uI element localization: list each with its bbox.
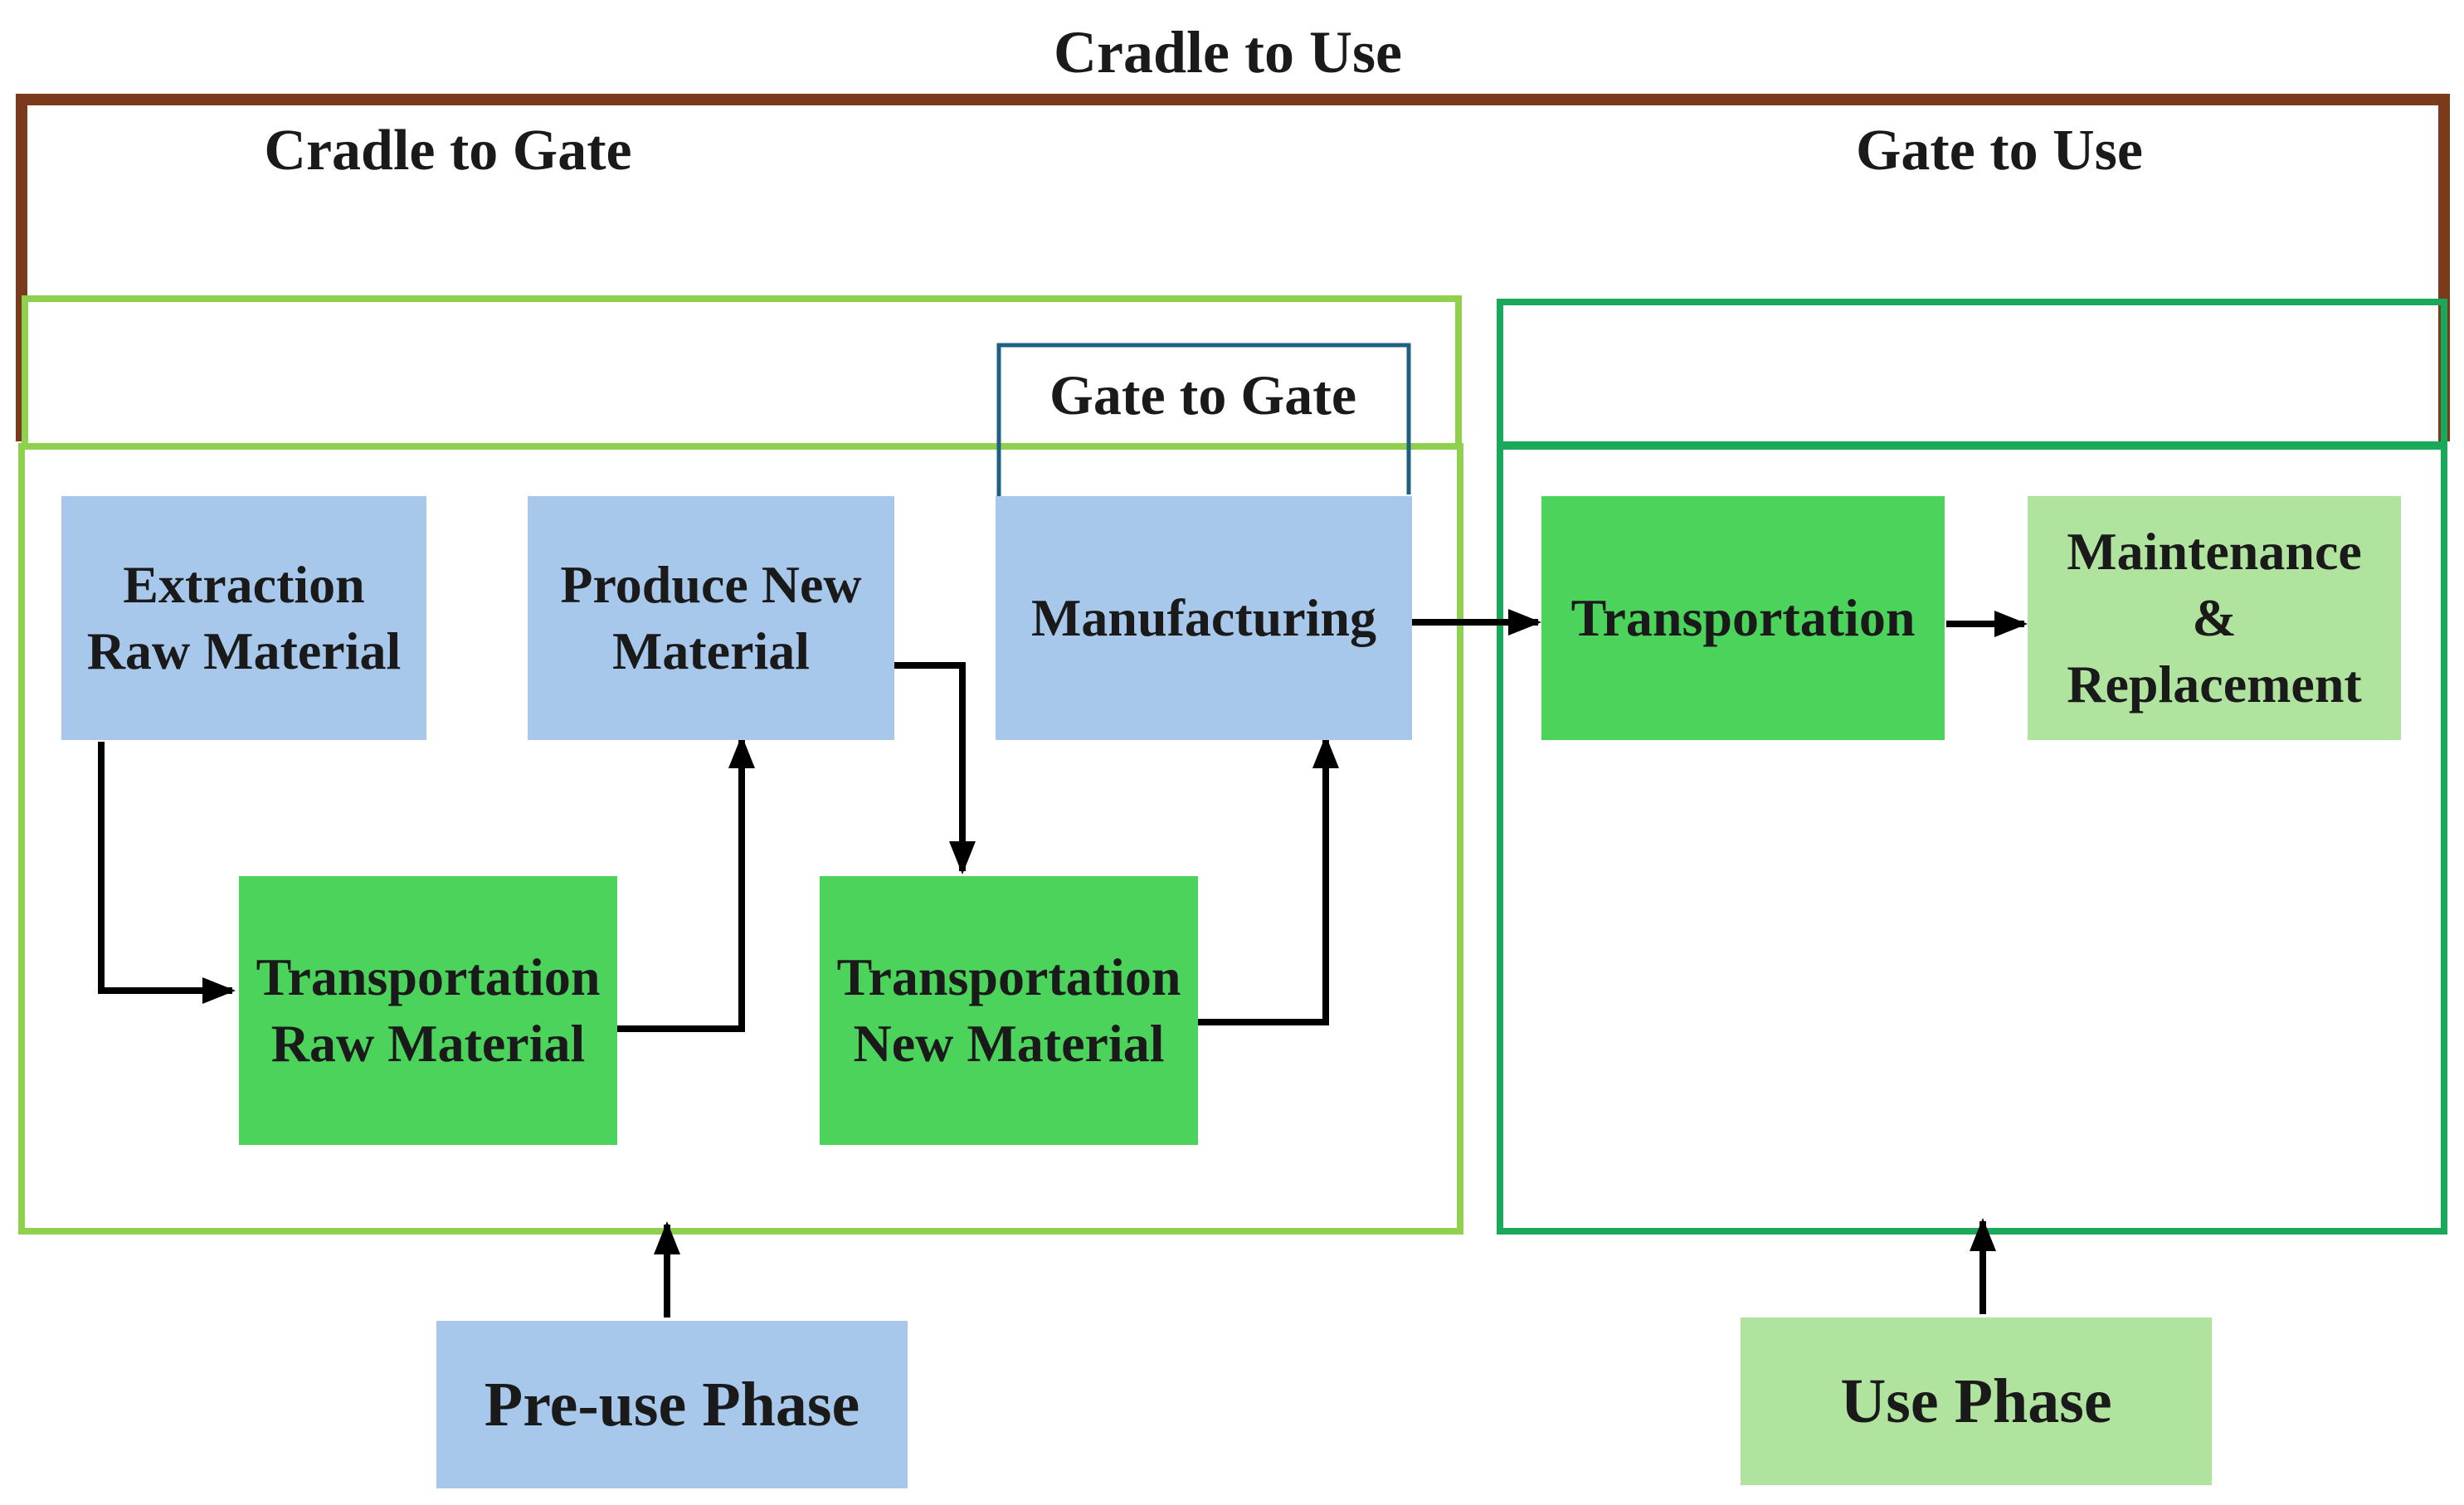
gate-to-gate-title: Gate to Gate — [1049, 363, 1357, 426]
pre-use-phase-label: Pre-use Phase — [484, 1369, 860, 1439]
pre-use-phase-box: Pre-use Phase — [436, 1321, 908, 1488]
produce-new-material-box: Produce New Material — [528, 496, 894, 740]
transportation-label: Transportation — [1570, 588, 1916, 647]
cradle-to-gate-title: Cradle to Gate — [264, 119, 632, 183]
transportation-raw-material-label: Transportation Raw Material — [256, 947, 601, 1073]
cradle-to-use-title: Cradle to Use — [1054, 19, 1402, 85]
transportation-new-material-label: Transportation New Material — [836, 947, 1181, 1073]
arrow-transport-new-to-manufacturing — [1196, 735, 1339, 1025]
transportation-new-material-box: Transportation New Material — [820, 876, 1198, 1145]
gate-to-use-frame — [1497, 299, 2447, 448]
cradle-to-use-frame — [16, 94, 2450, 441]
arrow-extraction-to-transport-raw — [98, 742, 236, 1004]
extraction-raw-material-box: Extraction Raw Material — [61, 496, 426, 740]
maintenance-replacement-box: Maintenance & Replacement — [2028, 496, 2401, 740]
maintenance-replacement-label: Maintenance & Replacement — [2067, 522, 2362, 714]
gate-to-use-title: Gate to Use — [1855, 119, 2143, 183]
gate-to-gate-frame — [996, 343, 1411, 501]
manufacturing-label: Manufacturing — [1031, 588, 1376, 647]
use-phase-label: Use Phase — [1840, 1366, 2112, 1436]
arrow-produce-new-to-transport-new — [891, 662, 976, 874]
extraction-raw-material-label: Extraction Raw Material — [86, 555, 402, 680]
produce-new-material-label: Produce New Material — [560, 555, 862, 680]
transportation-box: Transportation — [1541, 496, 1945, 740]
transportation-raw-material-box: Transportation Raw Material — [239, 876, 617, 1145]
use-phase-box: Use Phase — [1741, 1317, 2212, 1485]
manufacturing-box: Manufacturing — [996, 496, 1412, 740]
pre-use-region-frame — [18, 443, 1463, 1235]
arrow-transport-raw-to-produce-new — [616, 735, 755, 1032]
